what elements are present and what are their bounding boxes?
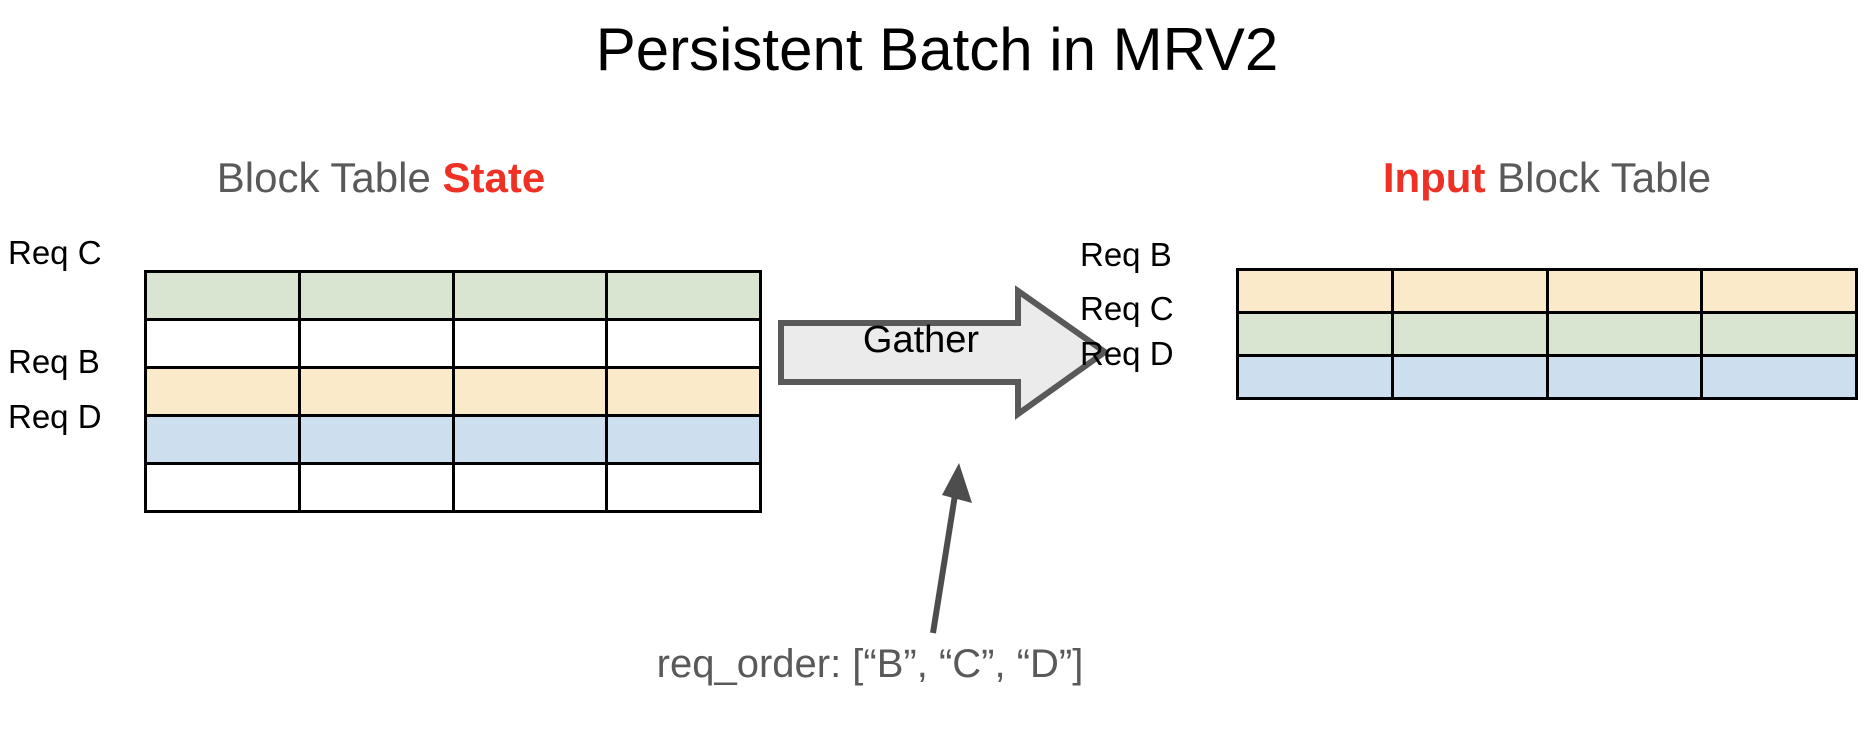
input-cell-r2c0	[1236, 354, 1394, 400]
state-cell-r0c1	[297, 270, 455, 321]
state-cell-r0c3	[605, 270, 762, 321]
input-row-label-req-b: Req B	[1080, 236, 1172, 273]
input-cell-r0c1	[1390, 268, 1549, 314]
input-cell-r1c3	[1700, 311, 1858, 357]
state-cell-r1c1	[297, 318, 455, 369]
state-cell-r3c1	[297, 414, 455, 465]
heading-left-accent: State	[442, 154, 546, 201]
state-cell-r1c2	[451, 318, 609, 369]
state-cell-r4c0	[144, 462, 301, 513]
req-order-pointer-arrow-icon	[930, 463, 972, 634]
input-cell-r2c3	[1700, 354, 1858, 400]
table-row	[1236, 311, 1858, 357]
input-block-table-grid	[1236, 268, 1858, 400]
heading-left-prefix: Block Table	[216, 154, 443, 201]
table-row	[144, 414, 762, 465]
gather-arrow-icon	[778, 285, 1108, 420]
state-cell-r3c2	[451, 414, 609, 465]
state-cell-r2c0	[144, 366, 301, 417]
table-row	[144, 318, 762, 369]
input-cell-r0c2	[1545, 268, 1704, 314]
state-row-label-req-c: Req C	[8, 234, 102, 271]
state-cell-r4c1	[297, 462, 455, 513]
state-cell-r0c2	[451, 270, 609, 321]
state-row-label-req-b: Req B	[8, 343, 100, 380]
state-cell-r4c2	[451, 462, 609, 513]
page-title: Persistent Batch in MRV2	[595, 16, 1279, 83]
state-cell-r1c0	[144, 318, 301, 369]
input-cell-r0c3	[1700, 268, 1858, 314]
input-cell-r0c0	[1236, 268, 1394, 314]
state-cell-r2c1	[297, 366, 455, 417]
gather-label: Gather	[862, 319, 980, 361]
input-cell-r2c2	[1545, 354, 1704, 400]
input-cell-r2c1	[1390, 354, 1549, 400]
input-block-table-heading: Input Block Table	[1236, 152, 1858, 204]
state-cell-r0c0	[144, 270, 301, 321]
req-order-caption: req_order: [“B”, “C”, “D”]	[656, 642, 1084, 686]
heading-right-suffix: Block Table	[1485, 154, 1712, 201]
input-cell-r1c1	[1390, 311, 1549, 357]
block-table-state-grid	[144, 270, 762, 513]
table-row	[144, 270, 762, 321]
state-cell-r3c0	[144, 414, 301, 465]
state-cell-r2c3	[605, 366, 762, 417]
input-cell-r1c0	[1236, 311, 1394, 357]
state-row-label-req-d: Req D	[8, 398, 102, 435]
block-table-state-heading: Block Table State	[0, 152, 762, 204]
input-cell-r1c2	[1545, 311, 1704, 357]
input-row-label-req-c: Req C	[1080, 290, 1174, 327]
table-row	[144, 366, 762, 417]
state-cell-r2c2	[451, 366, 609, 417]
state-cell-r4c3	[605, 462, 762, 513]
table-row	[144, 462, 762, 513]
heading-right-accent: Input	[1382, 154, 1486, 201]
table-row	[1236, 354, 1858, 400]
table-row	[1236, 268, 1858, 314]
state-cell-r1c3	[605, 318, 762, 369]
state-cell-r3c3	[605, 414, 762, 465]
input-row-label-req-d: Req D	[1080, 335, 1174, 372]
